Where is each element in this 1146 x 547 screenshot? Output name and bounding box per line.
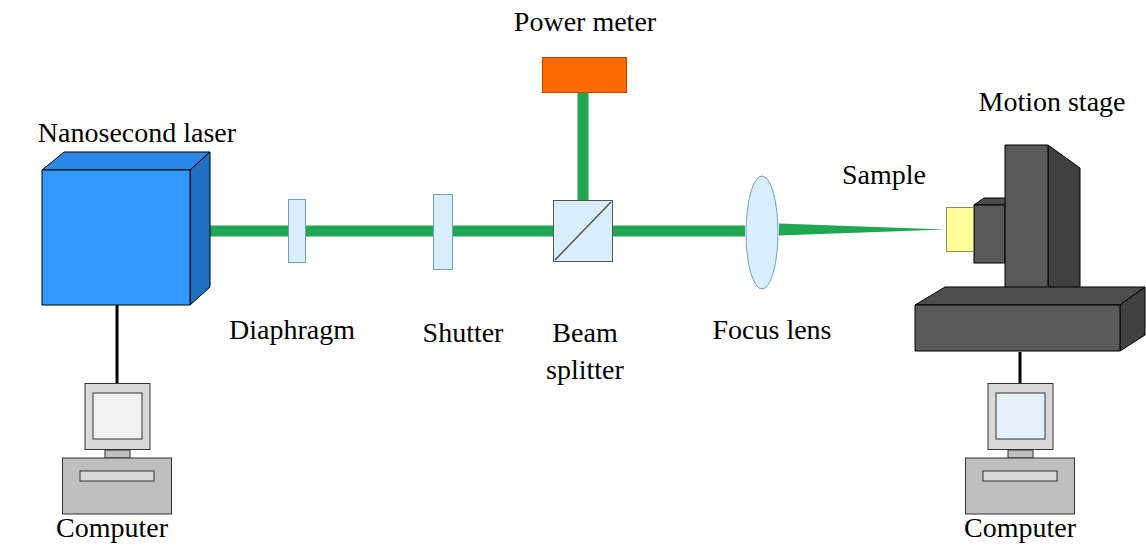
monitor (988, 384, 1053, 450)
column-side (1048, 145, 1080, 300)
computer-icon: Computer (62, 383, 172, 515)
holder-top (974, 198, 1008, 205)
laser-top (42, 152, 210, 170)
shutter-plate-outline (433, 194, 453, 270)
optic-plate (434, 195, 453, 270)
splitter-diagonal (555, 202, 611, 260)
component-label: Beam splitter (530, 314, 640, 388)
component-label: Power meter (514, 6, 656, 38)
laser-beam (453, 226, 553, 237)
base-top (915, 287, 1145, 305)
drive-slot (983, 471, 1057, 481)
screen (93, 393, 142, 439)
sample-holder (974, 205, 1005, 263)
laser-front (42, 170, 190, 305)
cable-line (116, 305, 119, 383)
laser-beam (613, 226, 745, 237)
component-label: Diaphragm (229, 314, 355, 346)
laser-box: Nanosecond laser (42, 152, 210, 305)
cable-line (1019, 352, 1022, 383)
motion-stage-outline (915, 145, 1146, 352)
screen (996, 393, 1045, 439)
meter-body (543, 58, 627, 93)
computer-base (966, 458, 1075, 514)
component-label: Computer (964, 512, 1076, 544)
sample-block-outline (946, 207, 974, 252)
beam-splitter-cube-outline (553, 200, 613, 262)
base-side (1120, 287, 1145, 351)
component-label: Focus lens (713, 314, 832, 346)
component-label: Shutter (423, 317, 504, 349)
laser-beam (306, 226, 433, 237)
monitor-neck (105, 450, 130, 458)
component-label: Motion stage (979, 86, 1126, 118)
sample-face (947, 208, 974, 252)
computer-base (63, 458, 172, 514)
computer-icon: Computer (965, 383, 1075, 515)
component-label: Sample (842, 159, 926, 191)
laser-side (190, 152, 210, 305)
focus-lens: Focus lens (745, 175, 779, 290)
shutter-plate: Shutter (433, 194, 453, 270)
focused-beam (779, 224, 946, 236)
base-front (915, 305, 1120, 351)
computer-icon-outline (965, 383, 1075, 515)
beam-splitter-cube: Beam splitter (553, 200, 613, 262)
lens-body (746, 176, 778, 289)
power-meter-box-outline (542, 57, 627, 93)
component-label: Nanosecond laser (38, 117, 236, 149)
laser-box-outline (42, 152, 210, 305)
column-front (1005, 145, 1048, 300)
computer-icon-outline (62, 383, 172, 515)
monitor (85, 384, 150, 450)
sample-block: Sample (946, 207, 974, 252)
optic-plate (289, 200, 306, 263)
power-meter-box: Power meter (542, 57, 627, 93)
cube-face (554, 201, 613, 262)
laser-beam (210, 226, 288, 237)
laser-beam (578, 93, 589, 200)
drive-slot (80, 471, 154, 481)
monitor-neck (1008, 450, 1033, 458)
motion-stage: Motion stage (915, 145, 1146, 352)
diaphragm-plate-outline (288, 199, 306, 263)
component-label: Computer (56, 512, 168, 544)
diaphragm-plate: Diaphragm (288, 199, 306, 263)
focus-lens-outline (745, 175, 779, 290)
